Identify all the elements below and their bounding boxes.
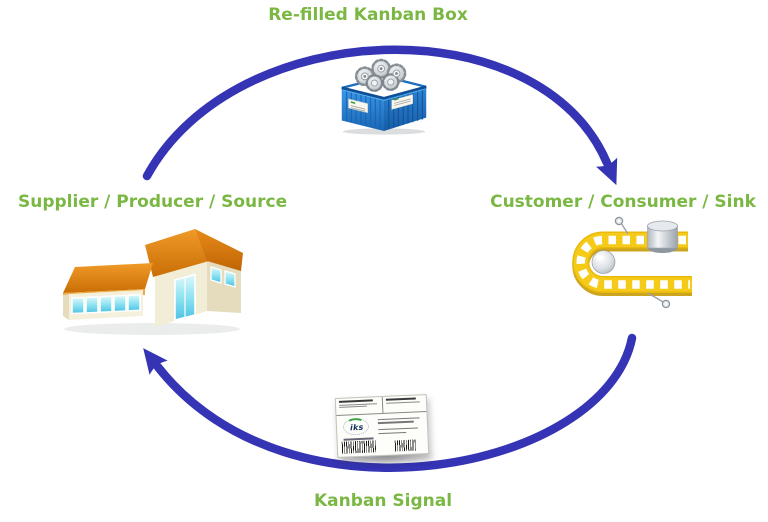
- logo-subtitle-line: [343, 437, 374, 441]
- label-refilled-kanban-box: Re-filled Kanban Box: [268, 5, 468, 25]
- gear-parts: [354, 58, 407, 92]
- box-label-right: [391, 94, 414, 110]
- factory-ground-shadow: [64, 323, 240, 335]
- conveyor-track: [572, 231, 692, 296]
- card-header-cell-right: [383, 395, 427, 413]
- crate-body: [341, 85, 427, 132]
- factory-icon: [63, 229, 243, 335]
- kanban-box-icon: [341, 58, 427, 135]
- label-supplier-producer-source: Supplier / Producer / Source: [18, 192, 288, 212]
- label-customer-consumer-sink: Customer / Consumer / Sink: [490, 192, 756, 212]
- card-body: iks: [337, 412, 428, 442]
- box-label-front: [348, 98, 368, 114]
- barcode-left: [341, 440, 377, 454]
- factory-back-wing: [145, 229, 243, 327]
- conveyor-icon: [572, 216, 692, 309]
- barcode-right: [394, 439, 417, 452]
- arrow-customer-to-supplier: [143, 333, 637, 472]
- box-shadow: [342, 128, 426, 135]
- conveyor-hanging-parts: [614, 216, 671, 309]
- label-kanban-signal: Kanban Signal: [313, 491, 453, 511]
- card-header-cell-left: [335, 396, 384, 415]
- factory-front-wing: [63, 263, 153, 320]
- conveyor-ball: [591, 250, 616, 274]
- kanban-card-icon: iks: [334, 394, 430, 458]
- card-logo-zone: iks: [340, 416, 379, 442]
- conveyor-cylinder: [647, 220, 678, 253]
- card-text-zone: [377, 414, 424, 440]
- card-logo-text: iks: [349, 422, 364, 433]
- arrow-supplier-to-customer: [142, 45, 618, 186]
